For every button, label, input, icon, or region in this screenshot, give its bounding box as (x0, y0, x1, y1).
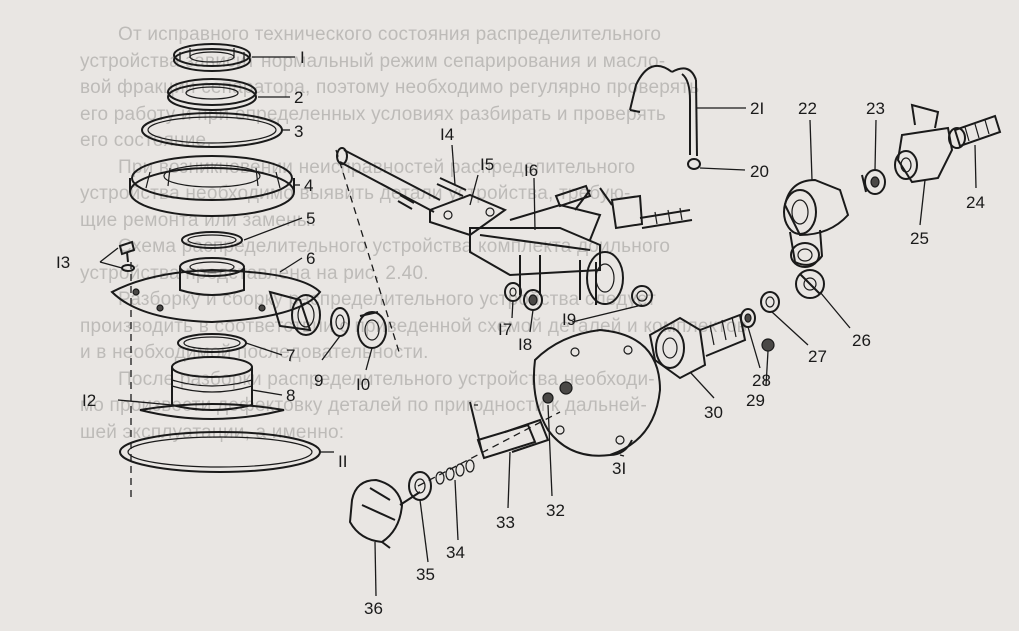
part-5-seal-ring (181, 231, 243, 249)
part-30-valve-housing (648, 313, 747, 380)
part-29-screw (761, 338, 775, 352)
label-25: 25 (910, 229, 929, 248)
label-33: 33 (496, 513, 515, 532)
part-21-curved-pipe (629, 64, 698, 157)
part-33-stem (469, 401, 550, 460)
label-31: 3I (612, 459, 626, 478)
part-32-pin (542, 381, 573, 404)
label-28: 28 (752, 371, 771, 390)
part-20-washer (687, 158, 701, 170)
label-30: 30 (704, 403, 723, 422)
label-9: 9 (314, 371, 323, 390)
background-text-line: устройства зависит нормальный режим сепа… (80, 50, 666, 72)
part-28-ring (740, 308, 756, 328)
part-27-washer (760, 291, 780, 313)
label-29: 29 (746, 391, 765, 410)
label-36: 36 (364, 599, 383, 618)
label-15: I5 (480, 155, 494, 174)
label-22: 22 (798, 99, 817, 118)
label-34: 34 (446, 543, 465, 562)
background-text-line: вой фракции сепаратора, поэтому необходи… (80, 77, 700, 98)
label-5: 5 (306, 209, 315, 228)
label-3: 3 (294, 122, 303, 141)
background-text-line: устройства необходимо выявить детали уст… (80, 183, 631, 204)
label-12: I2 (82, 391, 96, 410)
part-4-cover (129, 155, 295, 217)
label-17: I7 (498, 320, 512, 339)
label-8: 8 (286, 386, 295, 405)
part-35-washer (408, 471, 432, 501)
label-21: 2I (750, 99, 764, 118)
label-6: 6 (306, 249, 315, 268)
label-16: I6 (524, 161, 538, 180)
label-2: 2 (294, 88, 303, 107)
part-19-ring (631, 285, 653, 307)
part-11-flange-gasket (119, 431, 321, 473)
label-35: 35 (416, 565, 435, 584)
part-17-washer (504, 282, 522, 302)
part-6-body (110, 257, 322, 336)
label-13: I3 (56, 253, 70, 272)
label-26: 26 (852, 331, 871, 350)
part-1-nut (173, 43, 251, 72)
part-26-cap (795, 269, 825, 299)
part-2-ring (167, 78, 257, 111)
part-8-cylinder (139, 356, 285, 420)
background-text-line: От исправного технического состояния рас… (118, 24, 662, 45)
part-10-nut (357, 311, 387, 349)
background-text-line: производить в соответствии с приведенной… (80, 315, 748, 337)
label-14: I4 (440, 125, 454, 144)
part-36-handwheel (348, 478, 421, 549)
part-23-nut (861, 169, 886, 195)
part-7-ring (177, 333, 247, 353)
label-27: 27 (808, 347, 827, 366)
part-18-nut (523, 289, 543, 311)
part-3-gasket (141, 112, 283, 148)
part-16-distributor (469, 184, 693, 305)
axis-line-left-2 (335, 149, 401, 356)
background-text-line: щие ремонта или замены. (80, 209, 317, 231)
label-11: II (338, 452, 347, 471)
label-24: 24 (966, 193, 985, 212)
label-10: I0 (356, 375, 370, 394)
leader-lines (99, 56, 977, 597)
part-14-pin (397, 177, 467, 210)
part-34-spring (435, 459, 475, 485)
part-25-tap (894, 103, 954, 184)
label-7: 7 (286, 346, 295, 365)
part-15-pipe (336, 147, 508, 237)
part-13-bolt (118, 240, 136, 272)
part-24-fitting (948, 114, 1002, 149)
label-18: I8 (518, 335, 532, 354)
background-text-line: и в необходимой последовательности. (80, 342, 429, 363)
label-32: 32 (546, 501, 565, 520)
background-text-line: мо произвести дефектовку деталей по приг… (80, 395, 647, 416)
axis-line-lower (417, 411, 561, 487)
label-23: 23 (866, 99, 885, 118)
part-9-washer (330, 307, 350, 337)
part-22-valve-body (783, 178, 850, 268)
label-20: 20 (750, 162, 769, 181)
label-1: I (300, 48, 305, 67)
label-4: 4 (304, 176, 313, 195)
part-31-flange-disk (532, 328, 662, 457)
part-labels: I 2 3 4 5 6 7 8 9 I0 II I2 I3 I4 I5 I6 I… (56, 48, 985, 618)
label-19: I9 (562, 310, 576, 329)
